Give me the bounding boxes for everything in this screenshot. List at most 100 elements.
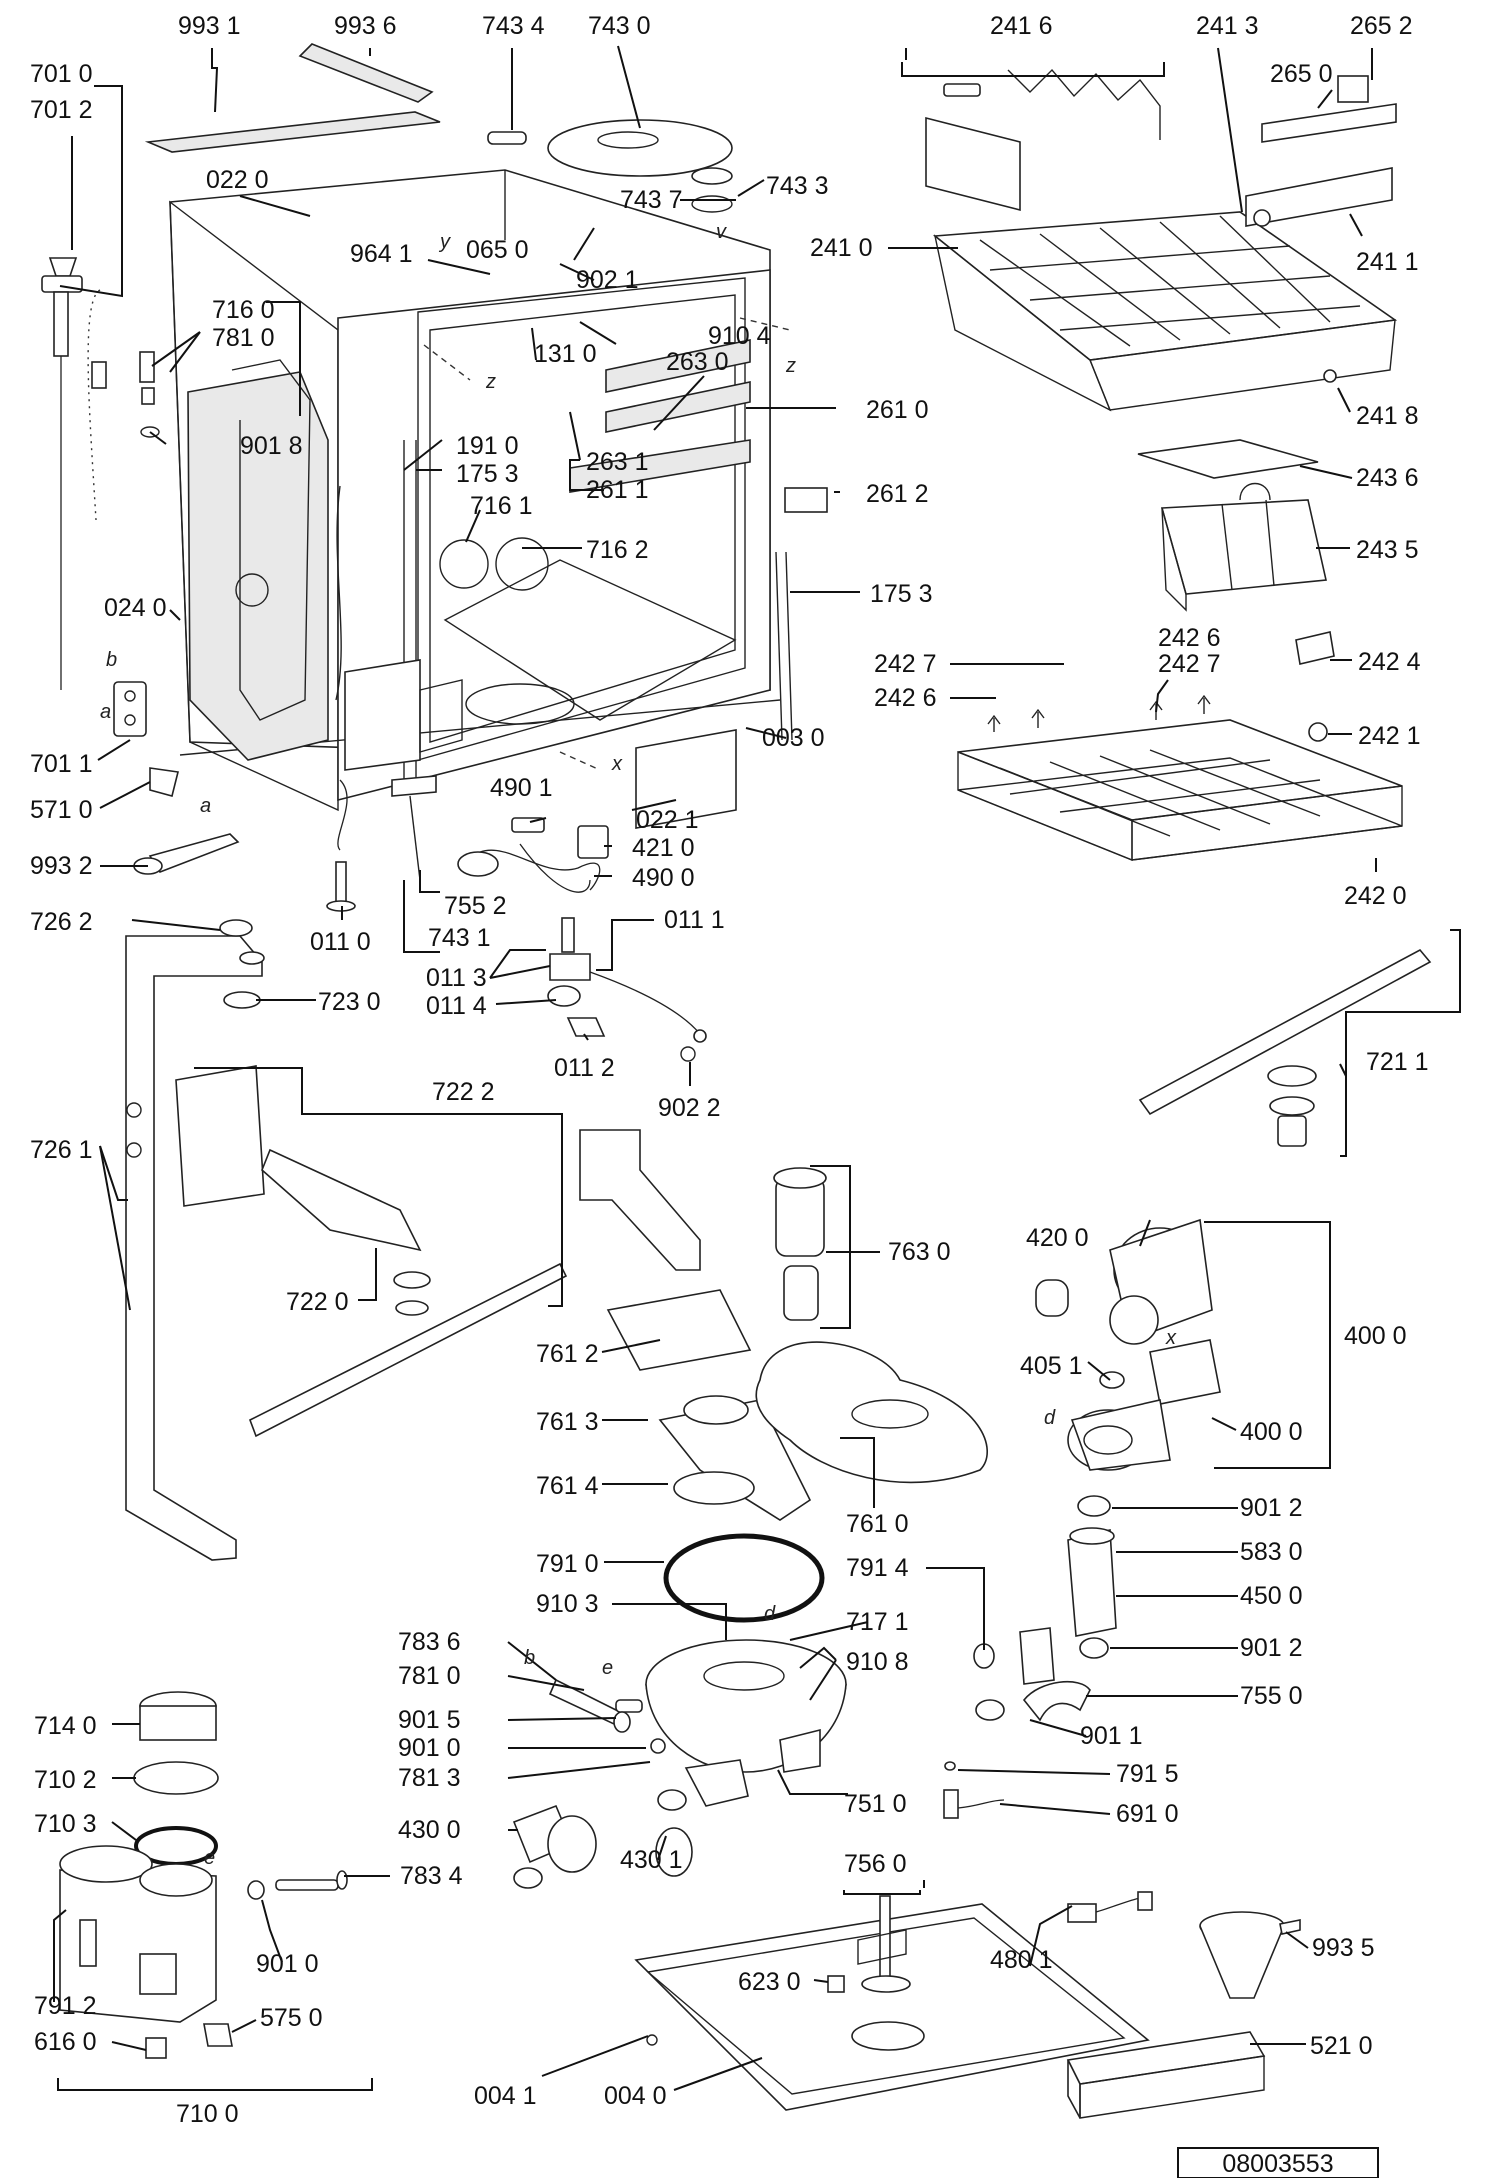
label-2426b: 242 6: [1158, 624, 1221, 652]
label-4301: 430 1: [620, 1846, 683, 1874]
label-0114: 011 4: [426, 992, 487, 1020]
marker-b1: b: [106, 649, 117, 671]
marker-x2: x: [1165, 1327, 1177, 1349]
sump-pipe-761: [579, 1129, 989, 1521]
label-7010: 701 0: [30, 60, 93, 88]
pin-743-4: [487, 131, 527, 145]
letter-markers: a b a x z z y v x d d b e e: [100, 221, 1177, 1869]
label-5210: 521 0: [1310, 2032, 1373, 2060]
label-2630: 263 0: [666, 348, 729, 376]
ring-743-7: [691, 167, 733, 213]
label-7434: 743 4: [482, 12, 545, 40]
diagram-id: 08003553: [1222, 2150, 1333, 2178]
label-0113: 011 3: [426, 964, 487, 992]
label-7613: 761 3: [536, 1408, 599, 1436]
label-9010b: 901 0: [256, 1950, 319, 1978]
label-4300: 430 0: [398, 1816, 461, 1844]
motor-400: [1035, 1218, 1221, 1471]
label-9012b: 901 2: [1240, 1634, 1303, 1662]
label-0041: 004 1: [474, 2082, 537, 2110]
heater-parts: [548, 1678, 666, 1754]
circulation-hoses: [973, 1495, 1117, 1722]
label-2436: 243 6: [1356, 464, 1419, 492]
label-0040: 004 0: [604, 2082, 667, 2110]
label-1753b: 175 3: [870, 580, 933, 608]
label-2424: 242 4: [1358, 648, 1421, 676]
label-4200: 420 0: [1026, 1224, 1089, 1252]
level-switch: [943, 1761, 1005, 1819]
label-7430: 743 0: [588, 12, 651, 40]
label-7171: 717 1: [846, 1608, 909, 1636]
part-labels: 993 1 993 6 743 4 743 0 701 0 701 2 022 …: [30, 12, 1429, 2128]
label-7552: 755 2: [444, 892, 507, 920]
label-7431: 743 1: [428, 924, 491, 952]
marker-y1: y: [438, 231, 451, 253]
label-9015: 901 5: [398, 1706, 461, 1734]
tub-frame: [169, 169, 828, 829]
label-2418: 241 8: [1356, 402, 1419, 430]
label-6910: 691 0: [1116, 1800, 1179, 1828]
label-7510: 751 0: [844, 1790, 907, 1818]
filter-763: [773, 1167, 827, 1321]
label-7550: 755 0: [1240, 1682, 1303, 1710]
label-0240: 024 0: [104, 594, 167, 622]
marker-d2: d: [764, 1603, 776, 1625]
lower-basket: [957, 694, 1403, 862]
label-2411: 241 1: [1356, 248, 1419, 276]
label-7560: 756 0: [844, 1850, 907, 1878]
spray-arm-722: [175, 1065, 568, 1438]
marker-z2: z: [785, 355, 796, 377]
panel-521-0: [1066, 2031, 1266, 2119]
label-4801: 480 1: [990, 1946, 1053, 1974]
label-9936: 993 6: [334, 12, 397, 40]
label-9012a: 901 2: [1240, 1494, 1303, 1522]
label-7834: 783 4: [400, 1862, 463, 1890]
upper-basket: [925, 68, 1398, 412]
label-2416: 241 6: [990, 12, 1053, 40]
label-4000a: 400 0: [1344, 1322, 1407, 1350]
label-0111: 011 1: [664, 906, 725, 934]
label-9103: 910 3: [536, 1590, 599, 1618]
marker-x1: x: [611, 753, 623, 775]
label-9018: 901 8: [240, 432, 303, 460]
part-drawings: [41, 43, 1432, 2119]
label-7222: 722 2: [432, 1078, 495, 1106]
label-7161: 716 1: [470, 492, 533, 520]
label-4900: 490 0: [632, 864, 695, 892]
label-7160: 716 0: [212, 296, 275, 324]
label-7162: 716 2: [586, 536, 649, 564]
label-9104: 910 4: [708, 322, 771, 350]
label-2650: 265 0: [1270, 60, 1333, 88]
label-7612: 761 2: [536, 1340, 599, 1368]
label-7103: 710 3: [34, 1810, 97, 1838]
label-1310: 131 0: [534, 340, 597, 368]
label-0221: 022 1: [636, 806, 699, 834]
label-7914: 791 4: [846, 1554, 909, 1582]
label-4901: 490 1: [490, 774, 553, 802]
marker-v1: v: [716, 221, 727, 243]
label-0112: 011 2: [554, 1054, 615, 1082]
label-7813: 781 3: [398, 1764, 461, 1792]
marker-a1: a: [100, 701, 111, 723]
label-7102: 710 2: [34, 1766, 97, 1794]
label-0110: 011 0: [310, 928, 371, 956]
label-4000b: 400 0: [1240, 1418, 1303, 1446]
label-4210: 421 0: [632, 834, 695, 862]
label-9021: 902 1: [576, 266, 639, 294]
label-2610: 261 0: [866, 396, 929, 424]
label-7810b: 781 0: [398, 1662, 461, 1690]
middle-small-parts: [391, 775, 707, 1062]
valve-783-4: [247, 1870, 348, 1900]
label-9931: 993 1: [178, 12, 241, 40]
label-7261: 726 1: [30, 1136, 93, 1164]
label-4051: 405 1: [1020, 1352, 1083, 1380]
label-0220: 022 0: [206, 166, 269, 194]
label-9641: 964 1: [350, 240, 413, 268]
left-hardware: [41, 257, 356, 912]
label-7012: 701 2: [30, 96, 93, 124]
label-2427b: 242 7: [1158, 650, 1221, 678]
gasket-791-0: [663, 1533, 825, 1623]
label-6160: 616 0: [34, 2028, 97, 2056]
funnel-993-5: [1199, 1911, 1301, 1999]
label-5750: 575 0: [260, 2004, 323, 2032]
